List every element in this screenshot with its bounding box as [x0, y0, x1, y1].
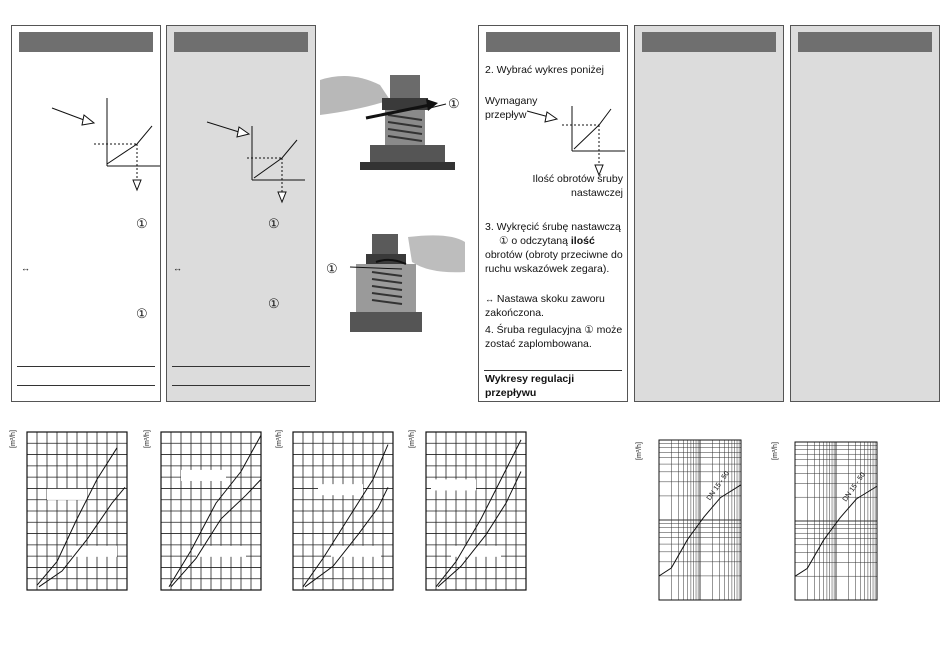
step-2-text: 2. Wybrać wykres poniżej: [485, 64, 604, 76]
flow-curve: [302, 444, 389, 588]
step-3-bold: ilość: [570, 235, 595, 247]
flow-curve: [658, 484, 742, 577]
flow-chart-3: [292, 431, 394, 591]
photo-callout-marker: ①: [448, 96, 460, 111]
y-axis-unit-label: [m³/h]: [276, 430, 283, 448]
flow-curve: [36, 447, 118, 586]
panel-header-bar: [19, 32, 153, 52]
flow-curve: [38, 486, 126, 588]
plot-frame: [292, 431, 394, 591]
curve-label: DN 15 - 50: [706, 470, 731, 502]
flow-selection-diagram: [526, 106, 625, 177]
flow-curve: [304, 487, 389, 588]
section-heading: Wykresy regulacji przepływu: [485, 373, 575, 399]
marker-1: ①: [136, 216, 148, 231]
flow-curve: [170, 479, 262, 588]
rule: [17, 366, 155, 367]
step-3-post: obrotów (obroty przeciwne do ruchu wskaz…: [485, 249, 623, 275]
flow-curve: [435, 439, 522, 588]
step-4: 4. Śruba regulacyjna ① może zostać zaplo…: [485, 323, 627, 351]
flow-chart-2: [160, 431, 262, 591]
panel-instructions: 2. Wybrać wykres poniżej Wymagany przepł…: [478, 25, 628, 402]
y-axis-unit-label: [m³/h]: [772, 442, 779, 460]
step-3-marker: ①: [499, 235, 509, 247]
blank-label-box: [47, 488, 87, 500]
rule: [484, 370, 622, 371]
panel-header-bar: [174, 32, 308, 52]
valve-photo-bottom: ①: [320, 232, 465, 332]
panel-right-2: [790, 25, 940, 402]
rule: [172, 385, 310, 386]
panel-right-1: [634, 25, 784, 402]
y-axis-unit-label: [m³/h]: [636, 442, 643, 460]
step-3-mid: o odczytaną: [511, 235, 568, 247]
log-flow-chart-1: DN 15 - 50: [658, 439, 742, 601]
blank-label-box: [331, 545, 381, 557]
panel-header-bar: [642, 32, 776, 52]
step-4-pre: 4. Śruba regulacyjna: [485, 324, 582, 336]
blank-label-box: [181, 469, 226, 481]
marker-1: ①: [268, 216, 280, 231]
panel-header-bar: [798, 32, 932, 52]
plot-frame: [160, 431, 262, 591]
plot-frame: [425, 431, 527, 591]
step-3: 3. Wykręcić śrubę nastawczą ① o odczytan…: [485, 220, 627, 276]
double-arrow-icon: ↔: [173, 263, 182, 273]
panel-left-1: ① ↔ ①: [11, 25, 161, 402]
flow-chart-4: [425, 431, 527, 591]
double-arrow-icon: ↔: [485, 294, 494, 304]
note-stroke-set: ↔ Nastawa skoku zaworu zakończona.: [485, 292, 627, 320]
blank-label-box: [196, 545, 246, 557]
blank-label-box: [72, 545, 117, 557]
flow-selection-diagram: [51, 98, 160, 192]
curve-label: DN 15 - 50: [842, 471, 867, 503]
photo-callout-marker: ①: [326, 261, 338, 276]
blank-label-box: [431, 479, 476, 491]
plot-frame: [794, 441, 878, 601]
flow-curve: [794, 485, 878, 577]
note-text: Nastawa skoku zaworu zakończona.: [485, 293, 605, 319]
plot-frame: [658, 439, 742, 601]
blank-label-box: [318, 484, 363, 496]
y-axis-unit-label: [m³/h]: [144, 430, 151, 448]
flow-chart-1: [26, 431, 128, 591]
step-3-pre: 3. Wykręcić śrubę nastawczą: [485, 221, 621, 233]
rule: [172, 366, 310, 367]
step-4-post: może zostać zaplombowana.: [485, 324, 623, 350]
marker-2: ①: [268, 296, 280, 311]
marker-2: ①: [136, 306, 148, 321]
panel-left-2: ① ↔ ①: [166, 25, 316, 402]
log-flow-chart-2: DN 15 - 50: [794, 441, 878, 601]
flow-curve: [437, 471, 522, 588]
valve-photo-top: ①: [320, 70, 465, 170]
double-arrow-icon: ↔: [21, 263, 30, 273]
rule: [17, 385, 155, 386]
blank-label-box: [451, 545, 501, 557]
plot-frame: [26, 431, 128, 591]
label-required-flow: Wymagany przepływ: [485, 95, 538, 121]
flow-curve: [168, 434, 262, 588]
step-4-marker: ①: [584, 324, 594, 336]
flow-selection-diagram: [206, 121, 305, 204]
y-axis-unit-label: [m³/h]: [409, 430, 416, 448]
label-turns: Ilość obrotów śruby nastawczej: [532, 173, 623, 199]
panel-header-bar: [486, 32, 620, 52]
y-axis-unit-label: [m³/h]: [10, 430, 17, 448]
